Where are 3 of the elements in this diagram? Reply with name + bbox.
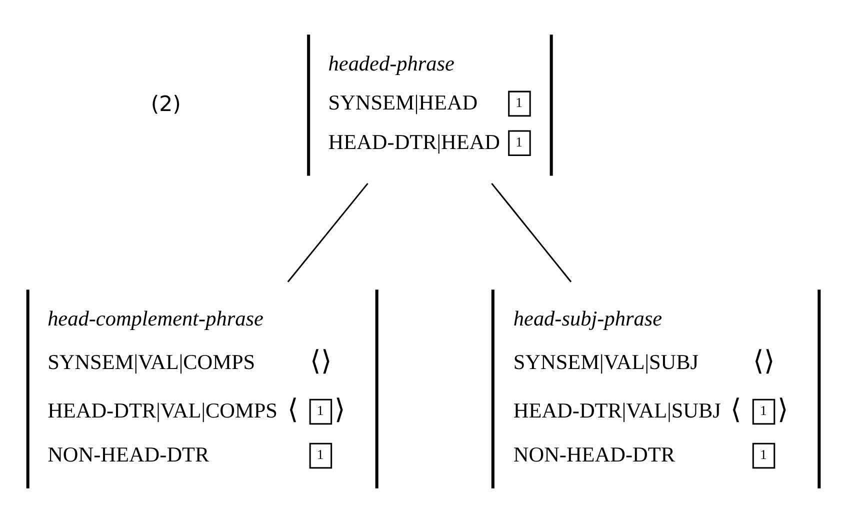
connector [491,182,572,282]
label: (2) [150,92,181,117]
connector [287,182,368,282]
